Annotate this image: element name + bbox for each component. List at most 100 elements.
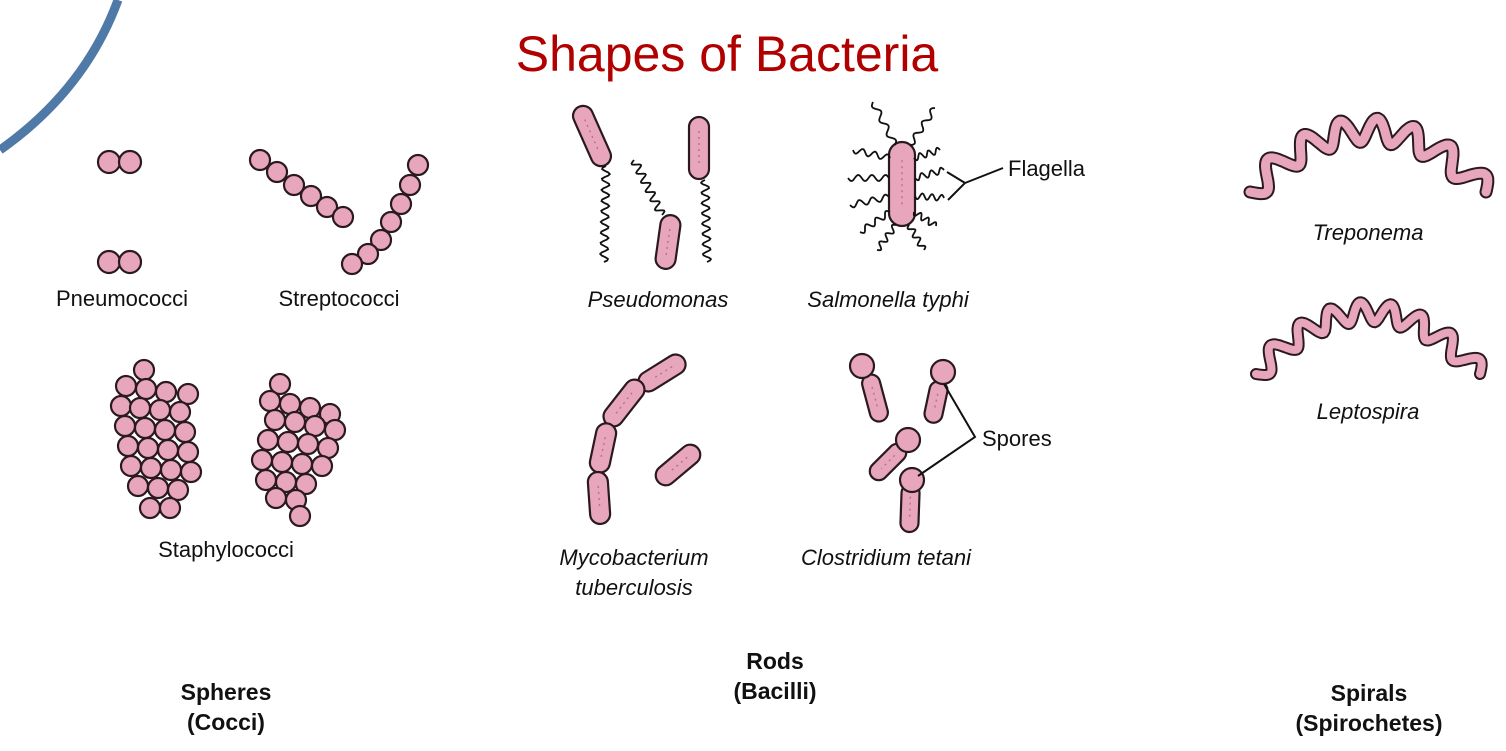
label-treponema: Treponema [1313,220,1424,245]
label-clostridium: Clostridium tetani [801,545,972,570]
flagella-pointer [947,168,1003,200]
rod-cell [588,421,618,474]
leptospira-illustration [1256,302,1482,375]
flagellum [872,102,896,145]
label-mycobacterium-line1: Mycobacterium [559,545,708,570]
rod-cell [689,117,709,179]
pseudomonas-illustration [570,103,711,270]
coccus-cell [280,394,300,414]
coccus-cell [98,151,120,173]
group-spheres-title: Spheres [181,679,272,705]
coccus-cell [160,498,180,518]
streptococci-illustration [250,150,428,274]
clostridium-illustration [850,354,955,532]
coccus-cell [258,430,278,450]
coccus-cell [170,402,190,422]
coccus-cell [400,175,420,195]
label-pneumococci: Pneumococci [56,286,188,311]
coccus-cell [119,151,141,173]
group-spirals-title: Spirals [1331,680,1408,706]
spore [896,428,920,452]
page-title: Shapes of Bacteria [516,26,939,82]
flagellum [600,166,610,262]
coccus-cell [158,440,178,460]
flagellum [914,148,940,160]
flagellum [701,180,711,262]
label-streptococci: Streptococci [278,286,399,311]
flagellum [860,211,890,233]
coccus-cell [134,360,154,380]
coccus-cell [267,162,287,182]
flagellum [915,168,944,180]
coccus-cell [175,422,195,442]
label-spores: Spores [982,426,1052,451]
coccus-cell [141,458,161,478]
coccus-cell [312,456,332,476]
group-spirals-subtitle: (Spirochetes) [1296,710,1443,736]
coccus-cell [278,432,298,452]
coccus-cell [290,506,310,526]
treponema-illustration [1250,118,1488,193]
coccus-cell [98,251,120,273]
coccus-cell [155,420,175,440]
coccus-cell [130,398,150,418]
flagellum [915,194,944,201]
coccus-cell [161,460,181,480]
accent-arc [0,0,118,150]
coccus-cell [121,456,141,476]
rod-cell [889,142,915,226]
coccus-cell [116,376,136,396]
coccus-cell [265,410,285,430]
flagellum [908,225,926,250]
coccus-cell [181,462,201,482]
coccus-cell [135,418,155,438]
mycobacterium-illustration [587,351,704,525]
staphylococci-illustration [111,360,345,526]
coccus-cell [256,470,276,490]
coccus-cell [150,400,170,420]
coccus-cell [408,155,428,175]
label-flagella: Flagella [1008,156,1086,181]
coccus-cell [128,476,148,496]
coccus-cell [272,452,292,472]
coccus-cell [252,450,272,470]
coccus-cell [298,434,318,454]
coccus-cell [178,442,198,462]
label-pseudomonas: Pseudomonas [588,287,729,312]
coccus-cell [119,251,141,273]
flagellum [848,175,889,181]
label-staphylococci: Staphylococci [158,537,294,562]
label-mycobacterium-line2: tuberculosis [575,575,692,600]
flagellum [914,212,936,226]
flagellum [632,160,665,215]
group-rods-subtitle: (Bacilli) [733,678,816,704]
label-leptospira: Leptospira [1317,399,1420,424]
coccus-cell [250,150,270,170]
spore [850,354,874,378]
coccus-cell [148,478,168,498]
coccus-cell [266,488,286,508]
label-salmonella: Salmonella typhi [807,287,970,312]
coccus-cell [115,416,135,436]
flagellum [877,225,896,250]
salmonella-illustration [848,102,944,250]
coccus-cell [140,498,160,518]
flagellum [850,195,889,208]
coccus-cell [118,436,138,456]
rod-cell [860,372,890,423]
coccus-cell [260,391,280,411]
coccus-cell [136,379,156,399]
coccus-cell [381,212,401,232]
coccus-cell [285,412,305,432]
group-spheres-subtitle: (Cocci) [187,709,265,735]
flagellum [910,108,935,145]
group-rods-title: Rods [746,648,804,674]
coccus-cell [138,438,158,458]
coccus-cell [391,194,411,214]
pneumococci-illustration [98,151,141,273]
spore [931,360,955,384]
flagellum [853,149,890,159]
coccus-cell [292,454,312,474]
coccus-cell [333,207,353,227]
